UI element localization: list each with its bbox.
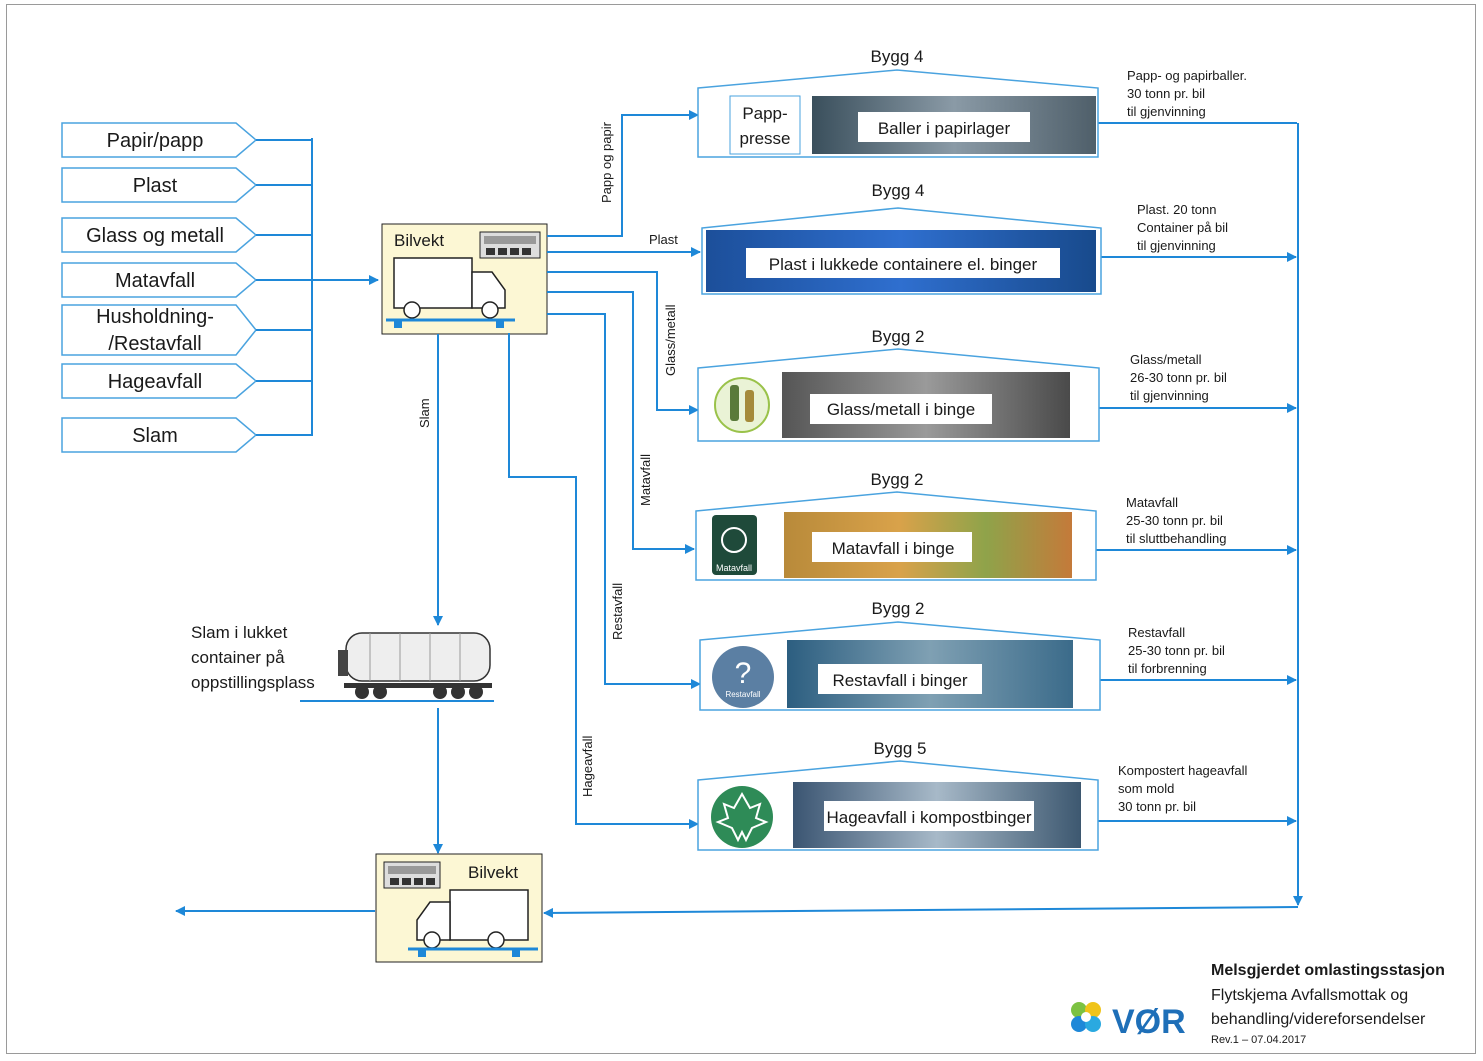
output-text: Glass/metall [1130, 352, 1202, 367]
input-slam [61, 417, 258, 453]
vor-logo-text: VØR [1112, 1003, 1186, 1041]
output-text: til gjenvinning [1127, 104, 1206, 119]
flow-label-rest: Restavfall [610, 583, 625, 640]
press-label: Papp- [742, 104, 787, 123]
building-inner-label: Baller i papirlager [878, 119, 1011, 138]
input-label: Husholdning- [96, 306, 214, 328]
input-glass-metall [61, 217, 258, 253]
building-label: Bygg 4 [871, 47, 924, 66]
building-inner-label: Plast i lukkede containere el. binger [769, 255, 1038, 274]
footer: VØR Melsgjerdet omlastingsstasjon Flytsk… [1071, 962, 1445, 1046]
output-text: 25-30 tonn pr. bil [1128, 643, 1225, 658]
building-hage: Bygg 5 Hageavfall i kompostbinger Kompos… [697, 739, 1247, 851]
matavfall-icon-text: Matavfall [716, 563, 752, 573]
output-text: 26-30 tonn pr. bil [1130, 370, 1227, 385]
building-label: Bygg 2 [872, 327, 925, 346]
input-matavfall [61, 262, 258, 298]
flow-label-mat: Matavfall [638, 454, 653, 506]
display-icon [383, 861, 441, 889]
flow-label-plast: Plast [649, 232, 678, 247]
slam-text: Slam i lukket [191, 623, 288, 642]
scale-top: Bilvekt [381, 223, 548, 335]
flow-lines [175, 110, 1303, 918]
output-text: Matavfall [1126, 495, 1178, 510]
glass-bottle-icon [714, 377, 770, 433]
output-text: til sluttbehandling [1126, 531, 1226, 546]
output-text: Container på bil [1137, 220, 1228, 235]
building-inner-label: Hageavfall i kompostbinger [826, 808, 1031, 827]
input-list [61, 122, 258, 453]
output-text: til forbrenning [1128, 661, 1207, 676]
input-label: Glass og metall [86, 225, 224, 247]
input-label: /Restavfall [108, 333, 201, 355]
building-label: Bygg 4 [872, 181, 925, 200]
building-mat: Bygg 2 Matavfall Matavfall i binge Matav… [695, 470, 1226, 581]
building-inner-label: Restavfall i binger [832, 671, 967, 690]
output-text: 30 tonn pr. bil [1118, 799, 1196, 814]
vor-flower-icon [1071, 1002, 1101, 1032]
building-inner-label: Matavfall i binge [832, 539, 955, 558]
scale-bottom: Bilvekt [375, 853, 543, 963]
building-glass: Bygg 2 Glass/metall i binge Glass/metall… [697, 327, 1227, 442]
restavfall-icon: ? Restavfall [712, 646, 774, 708]
output-text: Restavfall [1128, 625, 1185, 640]
footer-title: Melsgjerdet omlastingsstasjon [1211, 962, 1445, 979]
building-label: Bygg 2 [872, 599, 925, 618]
tanker-truck-icon [338, 632, 492, 699]
input-label: Matavfall [115, 270, 195, 292]
building-label: Bygg 2 [871, 470, 924, 489]
scale-bottom-label: Bilvekt [468, 863, 518, 882]
scale-top-label: Bilvekt [394, 231, 444, 250]
press-label: presse [739, 129, 790, 148]
flow-label-slam: Slam [417, 398, 432, 428]
output-text: som mold [1118, 781, 1174, 796]
building-inner-label: Glass/metall i binge [827, 400, 975, 419]
footer-subtitle: Flytskjema Avfallsmottak og [1211, 987, 1408, 1004]
input-label: Papir/papp [107, 130, 204, 152]
output-text: Kompostert hageavfall [1118, 763, 1247, 778]
building-label: Bygg 5 [874, 739, 927, 758]
input-hageavfall [61, 363, 258, 399]
input-label: Plast [133, 175, 178, 197]
page-frame [6, 4, 1476, 1054]
input-label: Hageavfall [108, 371, 203, 393]
input-papir-papp [61, 122, 258, 158]
leaf-icon [711, 786, 773, 848]
building-plast: Bygg 4 Plast i lukkede containere el. bi… [701, 181, 1228, 295]
slam-text: oppstillingsplass [191, 673, 315, 692]
output-text: 25-30 tonn pr. bil [1126, 513, 1223, 528]
output-text: Plast. 20 tonn [1137, 202, 1217, 217]
slam-text: container på [191, 648, 285, 667]
flow-label-glass: Glass/metall [663, 304, 678, 376]
output-text: til gjenvinning [1130, 388, 1209, 403]
truck-icon [408, 889, 538, 957]
svg-text:?: ? [735, 657, 752, 690]
slam-container: Slam i lukket container på oppstillingsp… [191, 623, 494, 702]
input-collector [256, 138, 379, 436]
matavfall-icon: Matavfall [712, 515, 757, 575]
output-text: til gjenvinning [1137, 238, 1216, 253]
output-text: 30 tonn pr. bil [1127, 86, 1205, 101]
footer-revision: Rev.1 – 07.04.2017 [1211, 1034, 1306, 1046]
output-text: Papp- og papirballer. [1127, 68, 1247, 83]
input-plast [61, 167, 258, 203]
input-label: Slam [132, 425, 178, 447]
flow-label-papp: Papp og papir [599, 121, 614, 203]
restavfall-icon-text: Restavfall [725, 690, 760, 699]
footer-subtitle: behandling/videreforsendelser [1211, 1011, 1426, 1028]
flow-label-hage: Hageavfall [580, 735, 595, 797]
display-icon [479, 231, 541, 259]
input-husholdning [61, 304, 257, 356]
building-rest: Bygg 2 ? Restavfall Restavfall i binger … [699, 599, 1225, 711]
building-paper: Bygg 4 Papp- presse Baller i papirlager … [697, 47, 1247, 158]
truck-icon [386, 257, 515, 328]
